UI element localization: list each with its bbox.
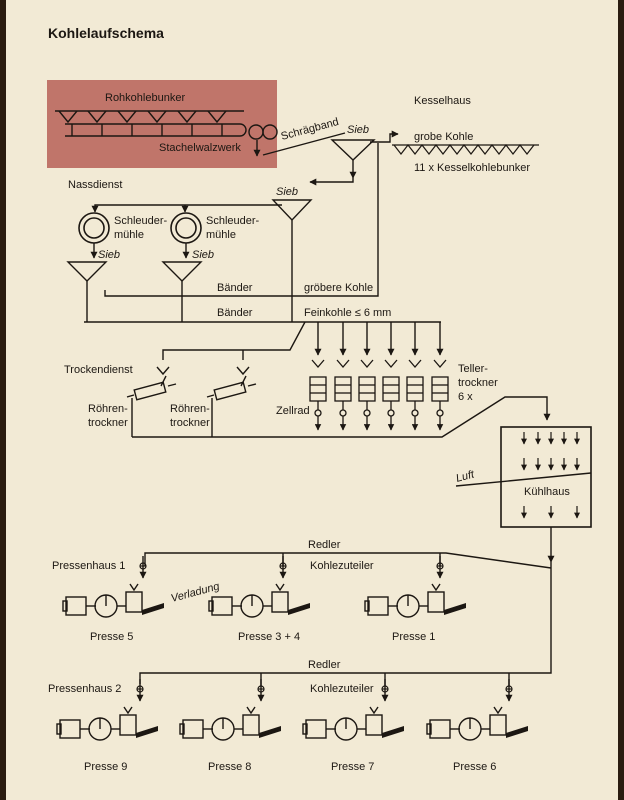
presse-3-4-label: Presse 3 + 4 <box>238 631 300 643</box>
svg-text:trockner: trockner <box>170 417 210 429</box>
roehrentrockner-2 <box>206 375 257 401</box>
kohlezuteiler-4 <box>136 685 144 693</box>
stachelwalzwerk-rollers <box>248 124 278 140</box>
luft-inlet <box>455 472 592 487</box>
presse-5 <box>62 556 164 618</box>
bunker-conveyor <box>65 123 247 137</box>
presse-1-label: Presse 1 <box>392 631 435 643</box>
kuehlhaus-internal-arrows <box>521 432 580 519</box>
sieb-2-to-muehlen <box>91 204 282 213</box>
trockendienst-label: Trockendienst <box>64 364 133 376</box>
tellertrockner-1 <box>309 359 327 431</box>
roehrentrockner-2-hopper <box>236 366 250 376</box>
presse-1 <box>364 556 466 618</box>
baender-2-label: Bänder <box>217 307 253 319</box>
svg-text:mühle: mühle <box>114 229 144 241</box>
grobe-kohle-label: grobe Kohle <box>414 131 473 143</box>
svg-text:trockner: trockner <box>88 417 128 429</box>
kesselhaus-label: Kesselhaus <box>414 95 471 107</box>
presse-5-label: Presse 5 <box>90 631 133 643</box>
redler-2-conveyor <box>139 562 552 684</box>
kesselkohlebunker-hoppers <box>392 144 539 155</box>
grobe-kohle-flow <box>370 130 399 143</box>
sieb-4-label: Sieb <box>192 249 214 261</box>
svg-text:Schleuder-: Schleuder- <box>206 215 260 227</box>
svg-text:6 x: 6 x <box>458 391 473 403</box>
presse-6-label: Presse 6 <box>453 761 496 773</box>
kohlezuteiler-1 <box>139 562 147 570</box>
baender-1-label: Bänder <box>217 282 253 294</box>
tellertrockner-stacks <box>309 359 449 431</box>
presse-7-label: Presse 7 <box>331 761 374 773</box>
kohlezuteiler-1-label: Kohlezuteiler <box>310 560 374 572</box>
rohkohlebunker-hoppers <box>55 110 244 124</box>
roehrentrockner-1 <box>126 375 177 401</box>
feinkohle-distribution <box>162 321 444 360</box>
schraegband-conveyor <box>262 132 346 156</box>
sieb-1-funnel <box>330 139 376 161</box>
pressenhaus-2-label: Pressenhaus 2 <box>48 683 121 695</box>
svg-text:Röhren-: Röhren- <box>88 403 128 415</box>
redler-1-label: Redler <box>308 539 341 551</box>
svg-text:trockner: trockner <box>458 377 498 389</box>
presse-6 <box>426 679 528 741</box>
zellrad-label: Zellrad <box>276 405 310 417</box>
diagram-title: Kohlelaufschema <box>48 25 164 41</box>
sieb-4-funnel <box>161 261 203 282</box>
svg-text:Schleuder-: Schleuder- <box>114 215 168 227</box>
svg-text:mühle: mühle <box>206 229 236 241</box>
pressenhaus-1-label: Pressenhaus 1 <box>52 560 125 572</box>
svg-text:Teller-: Teller- <box>458 363 488 375</box>
presse-3-4 <box>208 556 310 618</box>
groebere-kohle-riser <box>104 143 379 297</box>
presse-9-label: Presse 9 <box>84 761 127 773</box>
tellertrockner-5 <box>406 359 424 431</box>
tellertrockner-4 <box>382 359 400 431</box>
sieb-1-to-sieb-2 <box>309 178 354 186</box>
feinkohle-label: Feinkohle ≤ 6 mm <box>304 307 391 319</box>
roehrentrockner-1-hopper <box>156 366 170 376</box>
trockner-to-kuehlhaus <box>132 396 551 438</box>
kesselkohlebunker-label: 11 x Kesselkohlebunker <box>414 162 530 174</box>
sieb-2-funnel <box>271 199 313 222</box>
nassdienst-label: Nassdienst <box>68 179 122 191</box>
sieb-3-label: Sieb <box>98 249 120 261</box>
kuehlhaus-label: Kühlhaus <box>524 486 570 498</box>
presses <box>56 553 528 741</box>
rohkohlebunker-label: Rohkohlebunker <box>105 92 185 104</box>
svg-text:Röhren-: Röhren- <box>170 403 210 415</box>
groebere-kohle-label: gröbere Kohle <box>304 282 373 294</box>
sieb-3-funnel <box>66 261 108 282</box>
presse-7 <box>302 679 404 741</box>
tellertrockner-6 <box>431 359 449 431</box>
presse-8-label: Presse 8 <box>208 761 251 773</box>
tellertrockner-2 <box>334 359 352 431</box>
kuehlhaus-box <box>500 426 592 528</box>
redler-1-conveyor <box>144 552 552 569</box>
sieb-2-label: Sieb <box>276 186 298 198</box>
luft-label: Luft <box>455 468 477 485</box>
sieb-1-label: Sieb <box>347 124 369 136</box>
tellertrockner-3 <box>358 359 376 431</box>
kohlezuteiler-2-label: Kohlezuteiler <box>310 683 374 695</box>
presse-9 <box>56 679 158 741</box>
stachelwalzwerk-label: Stachelwalzwerk <box>159 142 241 154</box>
redler-2-label: Redler <box>308 659 341 671</box>
